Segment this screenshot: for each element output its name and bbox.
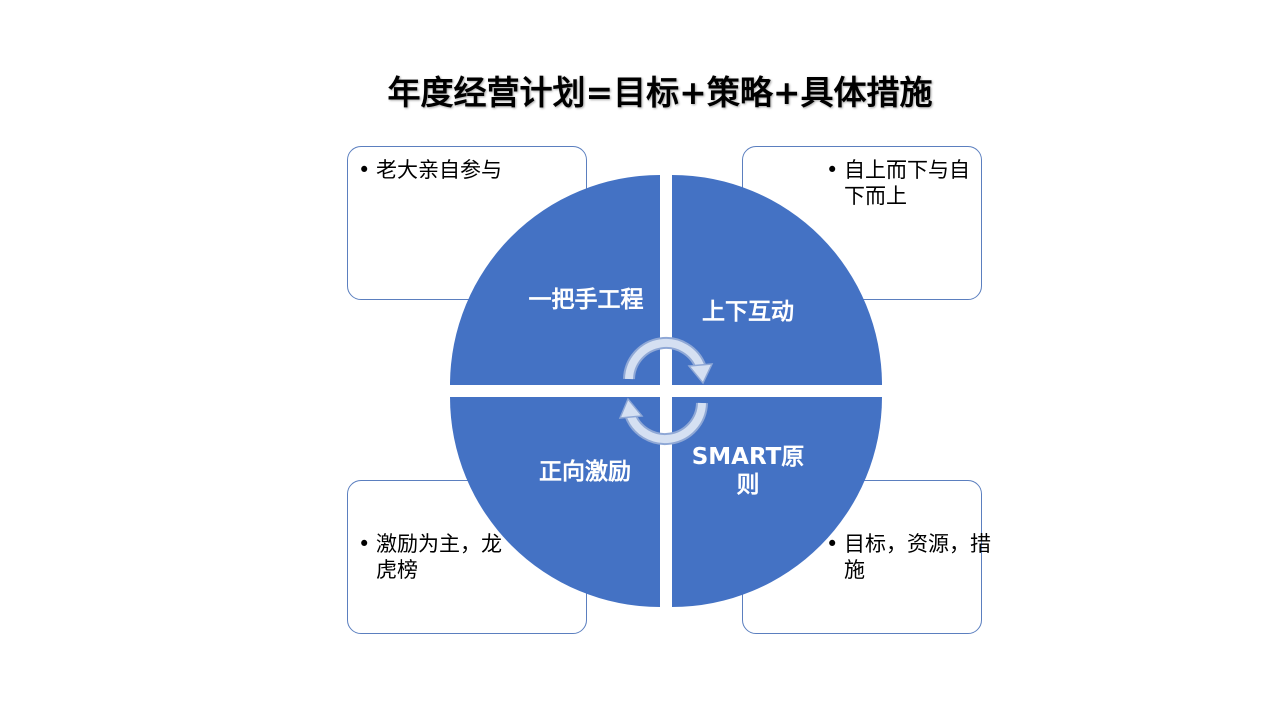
note-text-top-right: • 自上而下与自下而上	[826, 157, 984, 209]
quadrant-label-top-left: 一把手工程	[528, 287, 644, 313]
note-text-bottom-left: • 激励为主，龙虎榜	[358, 531, 506, 583]
note-text-top-left: • 老大亲自参与	[358, 157, 516, 183]
note-content: 自上而下与自下而上	[844, 158, 970, 208]
slide-title: 年度经营计划=目标+策略+具体措施	[387, 73, 933, 112]
quadrant-bottom-left	[450, 397, 660, 607]
quadrant-bottom-right	[672, 397, 882, 607]
note-content: 激励为主，龙虎榜	[376, 532, 502, 582]
quadrant-label-top-right: 上下互动	[702, 299, 794, 325]
note-content: 老大亲自参与	[376, 158, 502, 182]
bullet-icon: •	[826, 532, 839, 556]
bullet-icon: •	[358, 158, 371, 182]
quadrant-label-bottom-left: 正向激励	[539, 459, 631, 485]
bullet-icon: •	[358, 532, 371, 556]
quadrant-label-bottom-right: SMART原则	[691, 444, 805, 498]
note-text-bottom-right: • 目标，资源，措施	[826, 531, 994, 583]
note-content: 目标，资源，措施	[844, 532, 991, 582]
bullet-icon: •	[826, 158, 839, 182]
quadrant-top-right	[672, 175, 882, 385]
circular-arrows-icon	[618, 337, 714, 445]
quadrant-top-left	[450, 175, 660, 385]
